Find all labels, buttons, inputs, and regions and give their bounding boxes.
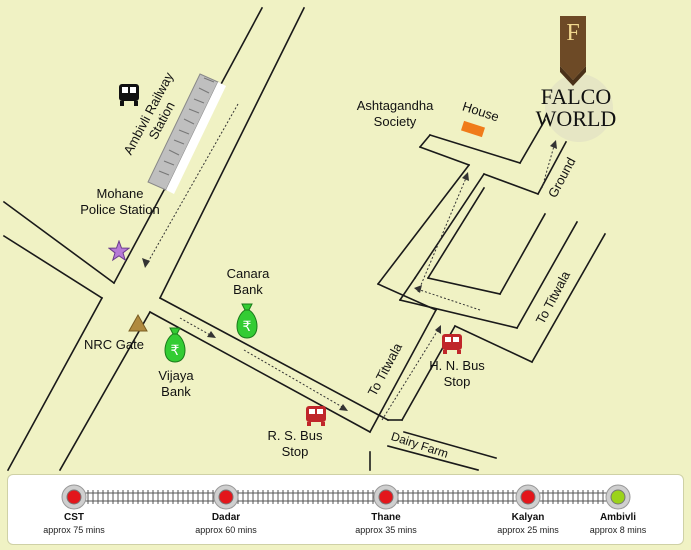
station-time: approx 8 mins <box>589 525 647 535</box>
train-icon <box>116 82 142 113</box>
station-marker <box>373 484 399 510</box>
station-name: CST <box>64 512 84 523</box>
station-marker <box>605 484 631 510</box>
label-rs-bus-stop: R. S. Bus Stop <box>267 428 323 459</box>
svg-text:₹: ₹ <box>171 343 180 359</box>
railway-track <box>147 73 226 194</box>
label-canara-bank: Canara Bank <box>226 266 270 297</box>
station-name: Dadar <box>211 512 241 523</box>
label-hn-bus-stop: H. N. Bus Stop <box>429 358 485 389</box>
station-marker <box>213 484 239 510</box>
bus-icon <box>304 404 328 433</box>
route-arrowheads <box>142 140 557 411</box>
logo-line1: FALCO <box>540 84 612 109</box>
logo-line2: WORLD <box>535 106 617 131</box>
falco-logo-mark <box>545 16 613 142</box>
label-nrc-gate: NRC Gate <box>84 337 144 352</box>
police-star-icon <box>107 239 131 267</box>
timeline-track <box>61 484 631 510</box>
station-name: Kalyan <box>511 512 545 523</box>
svg-text:₹: ₹ <box>243 319 252 335</box>
bus-icon <box>440 332 464 361</box>
logo-letter: F <box>566 20 580 46</box>
label-police-station: Mohane Police Station <box>80 186 160 217</box>
road-edges <box>2 6 607 472</box>
gate-triangle-icon <box>128 313 148 337</box>
station-marker <box>515 484 541 510</box>
label-ashtagandha: Ashtagandha Society <box>356 98 434 129</box>
station-marker <box>61 484 87 510</box>
station-time: approx 60 mins <box>195 525 257 535</box>
station-time: approx 75 mins <box>43 525 105 535</box>
station-time: approx 35 mins <box>355 525 417 535</box>
rupee-bag-icon: ₹ <box>232 302 262 345</box>
station-time: approx 25 mins <box>497 525 559 535</box>
rupee-bag-icon: ₹ <box>160 326 190 369</box>
station-name: Thane <box>371 512 401 523</box>
label-vijaya-bank: Vijaya Bank <box>158 368 194 399</box>
railway-timeline: CST approx 75 mins Dadar approx 60 mins Than… <box>7 474 684 545</box>
station-name: Ambivli <box>599 512 637 523</box>
route-arrows <box>147 103 555 421</box>
falco-world-logo: FALCO WORLD <box>518 86 634 130</box>
